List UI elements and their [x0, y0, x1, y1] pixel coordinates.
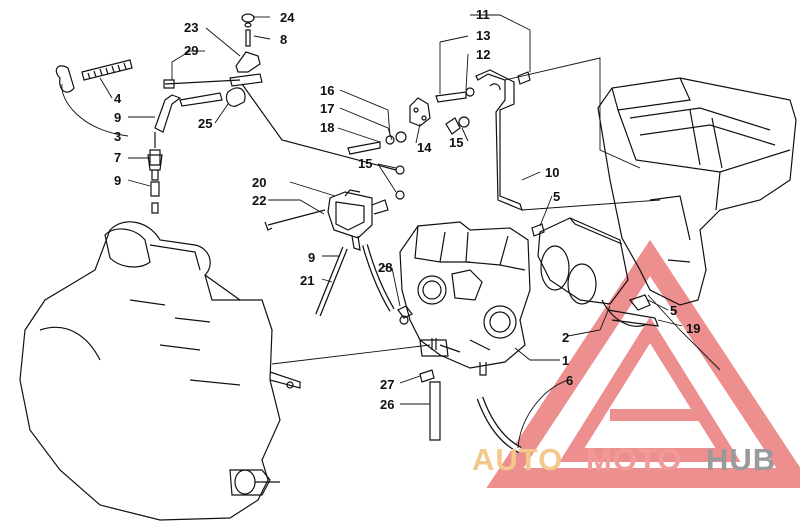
label-9-top: 9 — [114, 110, 121, 125]
label-16: 16 — [320, 83, 334, 98]
watermark-moto: MOTO — [586, 442, 682, 477]
label-24: 24 — [280, 10, 295, 25]
label-23: 23 — [184, 20, 198, 35]
hoses — [315, 244, 522, 454]
fasteners — [347, 71, 651, 441]
watermark-auto: AUTO — [472, 442, 563, 477]
label-25: 25 — [198, 116, 212, 131]
label-22: 22 — [252, 193, 266, 208]
label-2: 2 — [562, 330, 569, 345]
watermark-text: AUTO MOTO HUB — [472, 442, 776, 477]
fuel-line-assembly — [55, 13, 397, 214]
label-4: 4 — [114, 91, 122, 106]
watermark-logo — [486, 239, 800, 488]
label-8: 8 — [280, 32, 287, 47]
label-13: 13 — [476, 28, 490, 43]
label-11: 11 — [476, 7, 490, 22]
label-21: 21 — [300, 273, 314, 288]
label-27: 27 — [380, 377, 394, 392]
label-9-mid: 9 — [308, 250, 315, 265]
airbox — [597, 77, 797, 306]
label-3: 3 — [114, 129, 121, 144]
label-20: 20 — [252, 175, 266, 190]
line-art — [19, 13, 797, 521]
label-1: 1 — [562, 353, 569, 368]
carburetor — [397, 221, 531, 376]
label-6: 6 — [566, 373, 573, 388]
mounting-bracket — [409, 69, 523, 212]
label-15-right: 15 — [449, 135, 463, 150]
label-10: 10 — [545, 165, 559, 180]
label-17: 17 — [320, 101, 334, 116]
leader-lines — [61, 14, 721, 449]
label-7: 7 — [114, 150, 121, 165]
fuel-pump — [264, 189, 389, 251]
label-14: 14 — [417, 140, 432, 155]
watermark-hub: HUB — [706, 442, 776, 477]
engine-block — [19, 221, 301, 521]
label-15-left: 15 — [358, 156, 372, 171]
label-12: 12 — [476, 47, 490, 62]
intake-boot — [537, 217, 659, 327]
label-26: 26 — [380, 397, 394, 412]
label-9-left: 9 — [114, 173, 121, 188]
label-18: 18 — [320, 120, 334, 135]
label-5-right: 5 — [670, 303, 677, 318]
label-5-top: 5 — [553, 189, 560, 204]
label-28: 28 — [378, 260, 392, 275]
label-19: 19 — [686, 321, 700, 336]
part-labels: 24 8 23 29 4 9 25 3 7 9 11 13 12 16 17 1… — [114, 7, 700, 412]
label-29: 29 — [184, 43, 198, 58]
